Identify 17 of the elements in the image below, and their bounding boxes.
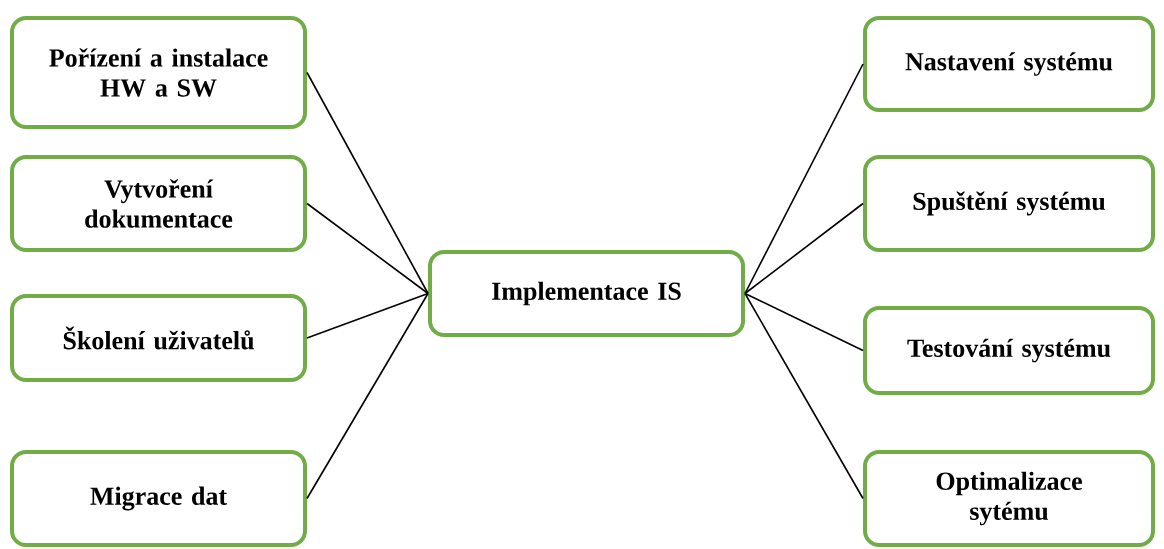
- connector-line: [306, 292, 429, 339]
- process-box: Migrace dat: [10, 450, 307, 547]
- process-box: Testování systému: [863, 306, 1155, 395]
- connector-line: [744, 292, 864, 352]
- process-box: Nastavení systému: [863, 16, 1155, 112]
- process-box: Spuštění systému: [863, 155, 1155, 252]
- connector-line: [744, 292, 864, 500]
- connector-line: [744, 63, 864, 295]
- process-box: Školení uživatelů: [10, 294, 307, 382]
- process-box: Implementace IS: [428, 250, 745, 337]
- connector-line: [306, 202, 429, 295]
- process-box: Optimalizace sytému: [863, 450, 1155, 547]
- connector-line: [306, 292, 429, 500]
- process-box: Pořízení a instalace HW a SW: [10, 16, 307, 129]
- connector-line: [306, 71, 429, 295]
- connector-line: [744, 202, 864, 295]
- process-box: Vytvoření dokumentace: [10, 155, 307, 252]
